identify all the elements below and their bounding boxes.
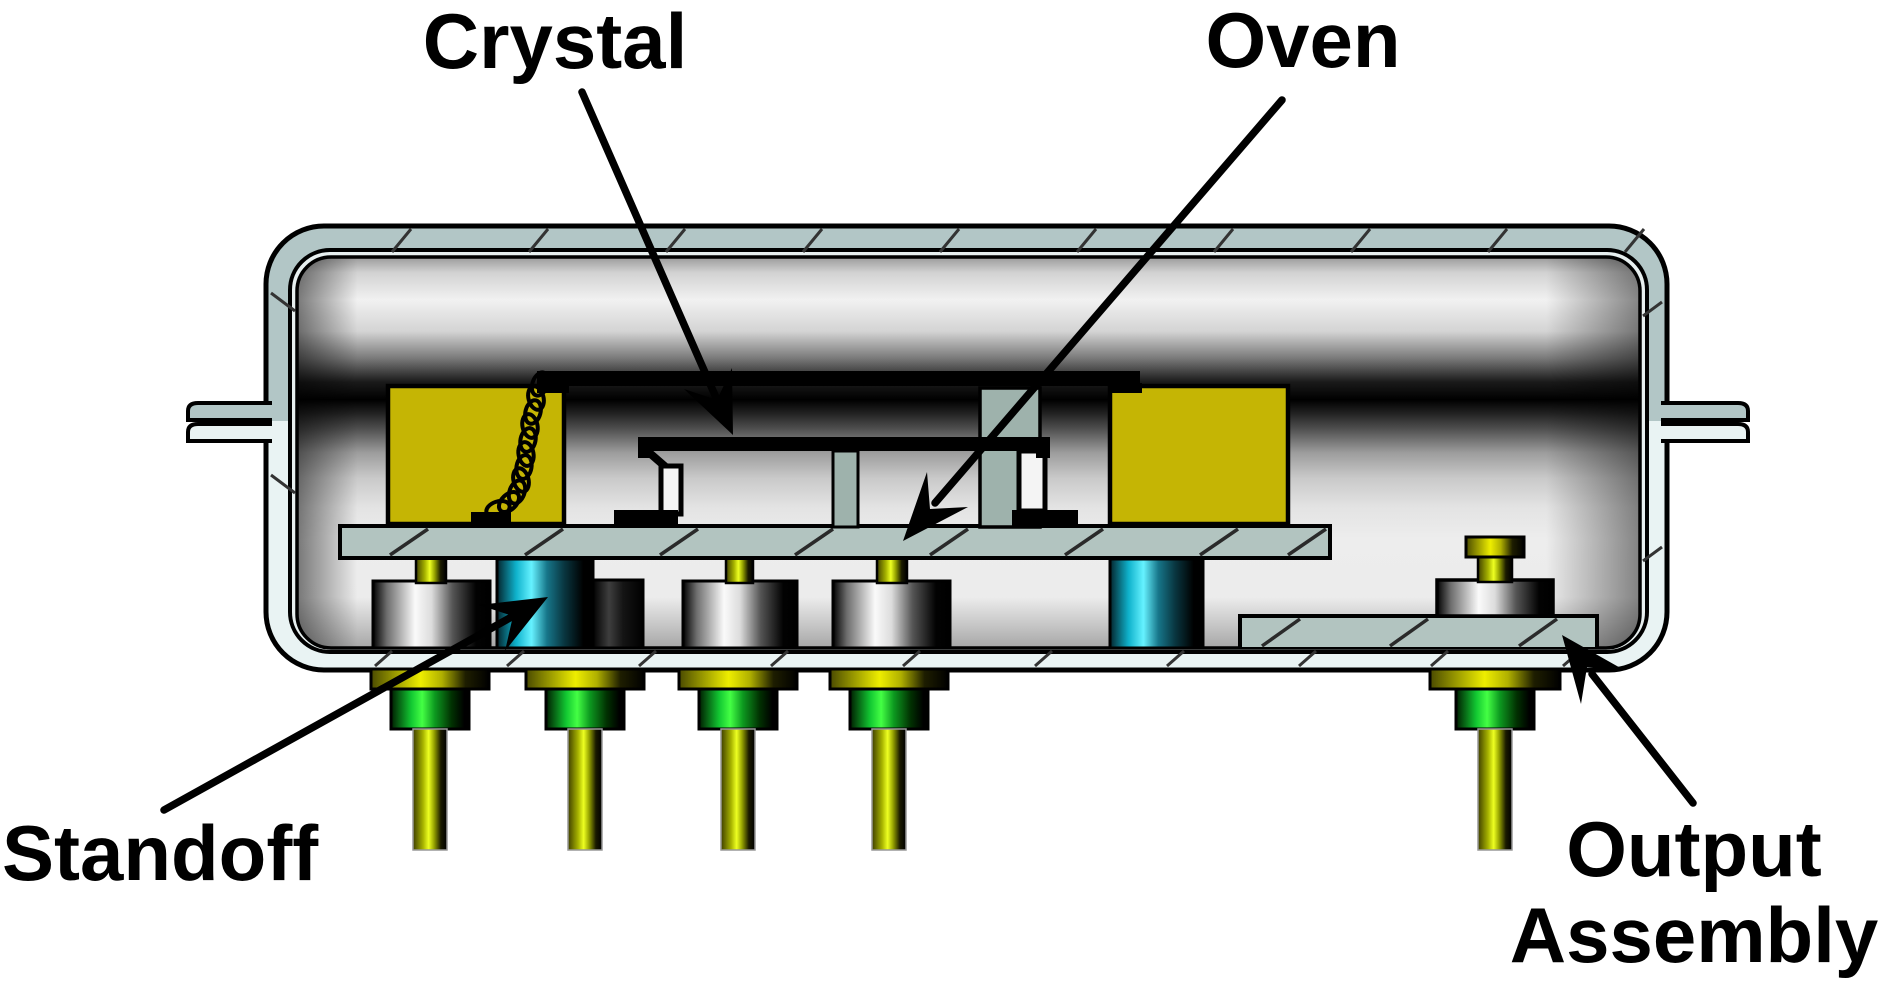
flange-left-lower-tab — [186, 422, 272, 443]
output-plate — [1238, 614, 1599, 648]
label-oven: Oven — [1205, 0, 1400, 84]
pin-barrel — [544, 687, 626, 731]
pin-collar — [524, 667, 646, 691]
pin-stub — [724, 554, 755, 585]
wire-bond-pad — [471, 512, 511, 526]
mounting-flange-right — [1661, 401, 1750, 443]
crystal-bracket-left-foot — [614, 510, 678, 526]
oven-block-right — [1107, 383, 1291, 527]
support-post-short — [831, 449, 860, 529]
dark-cylinder — [591, 578, 645, 648]
output-connector-cap — [1464, 535, 1526, 559]
standoff-cylinder-3 — [831, 579, 952, 648]
pin-lead — [720, 728, 756, 851]
label-standoff: Standoff — [2, 809, 319, 897]
case-outer-outline — [263, 223, 1670, 673]
oven-block-left — [385, 383, 567, 527]
flange-right-lower-tab — [1661, 422, 1750, 443]
pin-barrel — [848, 687, 930, 731]
crystal-bracket-left-leg — [658, 463, 684, 517]
label-crystal: Crystal — [423, 0, 687, 85]
crystal-bracket-right-leg — [1016, 448, 1048, 514]
standoff-callout-arrow — [160, 597, 548, 814]
cyan-standoff-right — [1108, 557, 1205, 648]
flange-right-upper-tab — [1661, 401, 1750, 422]
mounting-flange-left — [186, 401, 272, 443]
output-connector-body — [1435, 578, 1555, 618]
pin-stub — [414, 554, 448, 585]
crystal-callout-arrow — [578, 88, 733, 435]
oven-top-plate — [537, 371, 1142, 393]
package-pins — [369, 667, 1562, 851]
label-output-assembly-line1: Output — [1566, 805, 1822, 893]
pin-lead — [412, 728, 448, 851]
output-connector-stem — [1476, 554, 1514, 584]
crystal-bracket-right-foot — [1012, 510, 1078, 526]
pin-lead — [871, 728, 907, 851]
case-hatch-marks — [270, 228, 1663, 668]
output-assembly-callout-arrow — [1562, 635, 1697, 807]
interior-components — [338, 370, 1599, 648]
pin-barrel — [1454, 687, 1536, 731]
crystal-plate-end-left — [638, 437, 652, 458]
crystal-plate — [638, 437, 1050, 451]
oven-deck-plate — [338, 524, 1332, 560]
pin-1 — [369, 667, 491, 851]
pin-lead — [1477, 728, 1513, 851]
pin-2 — [524, 667, 646, 851]
pin-collar — [828, 667, 950, 691]
pin-4 — [828, 667, 950, 851]
deck-hatch-marks — [389, 527, 1327, 557]
pin-3 — [677, 667, 799, 851]
pin-collar — [677, 667, 799, 691]
pin-collar — [1428, 667, 1562, 691]
crystal-plate-end-right — [1036, 437, 1050, 458]
pin-barrel — [389, 687, 471, 731]
standoff-cylinder-2 — [681, 579, 799, 648]
label-output-assembly-line2: Assembly — [1510, 891, 1878, 979]
pin-lead — [567, 728, 603, 851]
pin-5-output — [1428, 667, 1562, 851]
crystal-plate-assembly — [614, 437, 1078, 526]
flange-left-upper-tab — [186, 401, 272, 422]
oven-callout-arrow — [903, 96, 1286, 541]
pin-barrel — [697, 687, 779, 731]
output-plate-hatch-marks — [1260, 617, 1559, 648]
pin-stub — [875, 554, 909, 585]
output-assembly-board — [1238, 535, 1599, 648]
